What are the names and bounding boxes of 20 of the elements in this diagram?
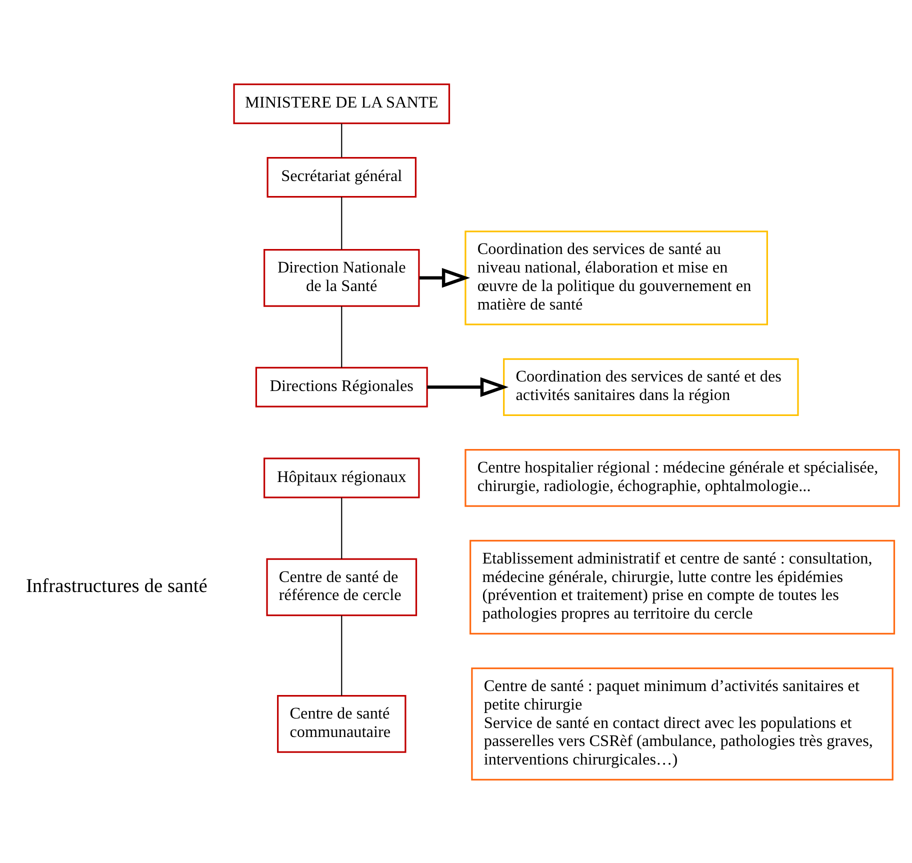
connector — [341, 196, 342, 249]
label: Infrastructures de santé — [26, 575, 208, 596]
node-box: Coordination des services de santé au niveau national, élaboration et mise en œuvre de la politique du gouvernement en matière de santé — [464, 230, 768, 325]
node-box: Hôpitaux régionaux — [264, 457, 420, 498]
node-box: Coordination des services de santé et des activités sanitaires dans la région — [503, 358, 799, 416]
arrow — [419, 268, 470, 288]
node-box: Centre hospitalier régional : médecine générale et spécialisée, chirurgie, radiologie, échographie, ophtalmologie... — [464, 448, 900, 506]
node-box: Etablissement administratif et centre de santé : consultation, médecine générale, chirurgie, lutte contre les épidémies (prévention et traitement) prise en compte de toutes les pathologies propres au territoire du cercle — [470, 539, 896, 634]
connector — [341, 497, 342, 558]
connector — [341, 615, 342, 696]
node-box: Centre de santé communautaire — [277, 694, 406, 752]
node-box: Centre de santé de référence de cercle — [266, 558, 418, 616]
node-box: Direction Nationale de la Santé — [264, 248, 420, 306]
connector — [341, 306, 342, 368]
node-box: Directions Régionales — [255, 366, 428, 407]
node-box: Secrétariat général — [266, 156, 417, 198]
connector — [341, 123, 342, 157]
arrow — [427, 376, 509, 396]
node-box: MINISTERE DE LA SANTE — [233, 83, 450, 124]
node-box: Centre de santé : paquet minimum d’activités sanitaires et petite chirurgie Service de santé en contact direct avec les populations et passerelles vers CSRèf (ambulance, pathologies très graves, interventions chirurgicales…) — [471, 666, 894, 780]
